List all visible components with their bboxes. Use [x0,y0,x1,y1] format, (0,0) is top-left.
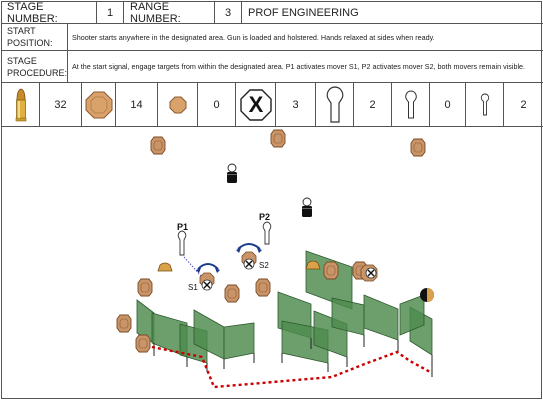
stage-number-label-text: STAGE NUMBER: [7,0,58,25]
stage-number: 1 [97,2,124,23]
start-label-line2: POSITION: [7,38,53,48]
stage-procedure-description: At the start signal, engage targets from… [72,62,526,71]
medium-popper-count-value: 0 [444,98,451,111]
range-number-label: RANGE NUMBER: [124,0,215,25]
start-position-description: Shooter starts anywhere in the designate… [72,32,435,42]
mover-s1 [196,263,220,291]
mini-wedge-targets [157,260,321,272]
barricade-walls [136,250,433,364]
paper-target-count: 14 [116,83,158,126]
stage-number-label: STAGE NUMBER: [2,0,97,25]
bullet-icon [2,83,40,126]
large-popper-count: 2 [354,83,392,126]
mini-target-count-value: 0 [213,98,220,111]
stage-procedure-text: At the start signal, engage targets from… [68,51,543,82]
label-p1: P1 [177,222,188,232]
wall-posts [153,335,433,377]
range-number: 3 [215,2,242,23]
mover-s2 [236,243,262,270]
popper-p2 [262,221,272,245]
target-counts-row: 32 14 0 X 3 2 [2,83,543,127]
small-popper-count-value: 2 [520,98,527,111]
large-popper-count-value: 2 [369,98,376,111]
stage-diagram: P1 P2 S1 S2 [2,127,543,400]
division: PROF ENGINEERING [242,2,543,23]
no-shoot-mark: X [248,92,263,117]
division-text: PROF ENGINEERING [248,6,359,19]
octagon-target-icon [82,83,116,126]
small-popper-icon [466,83,504,126]
header-row: STAGE NUMBER: 1 RANGE NUMBER: 3 PROF ENG… [2,0,543,25]
half-tan-target [420,288,434,302]
popper-p1 [177,230,187,256]
fault-line [151,345,433,389]
medium-popper-icon [392,83,430,126]
medium-popper-count: 0 [430,83,466,126]
rounds-count: 32 [40,83,82,126]
no-shoot-count-value: 3 [292,98,299,111]
stage-diagram-svg: P1 P2 S1 S2 [116,129,434,389]
start-position-label: START POSITION: [2,24,68,50]
mini-octagon-target-icon [158,83,198,126]
stage-number-value: 1 [106,6,114,19]
small-popper-count: 2 [504,83,543,126]
procedure-label-line2: PROCEDURE: [7,67,68,78]
no-shoot-right [360,264,378,282]
label-p2: P2 [259,212,270,222]
start-position-row: START POSITION: Shooter starts anywhere … [2,24,543,51]
procedure-label-line1: STAGE [7,55,37,66]
paper-target-count-value: 14 [130,98,143,111]
stage-procedure-row: STAGE PROCEDURE: At the start signal, en… [2,51,543,83]
large-popper-icon [316,83,354,126]
stage-procedure-label: STAGE PROCEDURE: [2,51,68,82]
no-shoot-x-icon: X [236,83,276,126]
rounds-count-value: 32 [54,98,67,111]
steel-targets [226,163,313,218]
activation-line-p1 [183,256,203,278]
no-shoot-count: 3 [276,83,316,126]
label-s2: S2 [259,261,269,270]
label-s1: S1 [188,283,198,292]
mini-target-count: 0 [198,83,236,126]
start-position-text: Shooter starts anywhere in the designate… [68,24,543,50]
start-label-line1: START [7,26,36,36]
range-number-label-text: RANGE NUMBER: [130,0,181,25]
range-number-value: 3 [224,6,232,19]
